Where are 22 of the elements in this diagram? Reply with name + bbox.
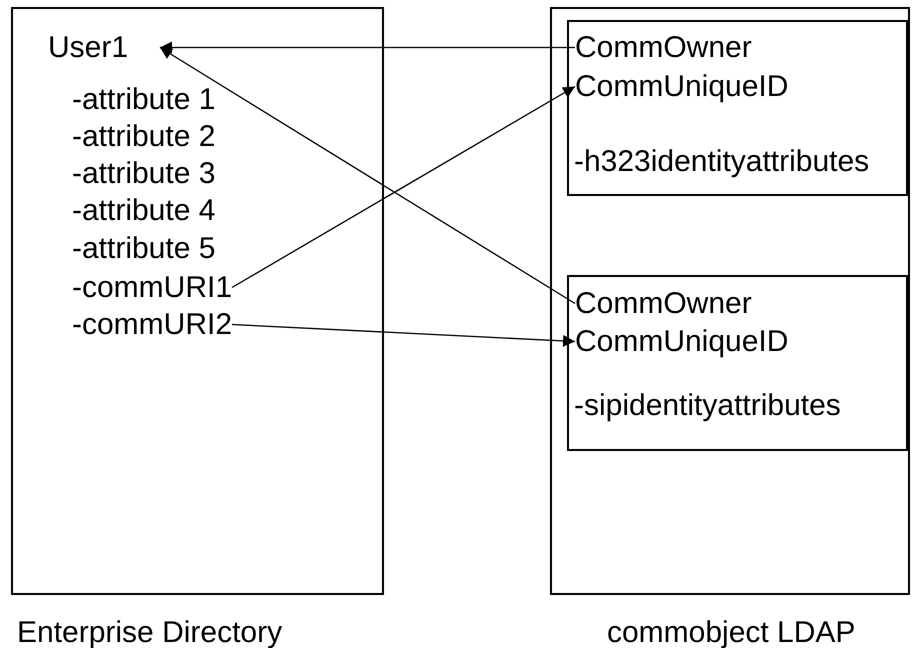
entry-text: CommUniqueID xyxy=(575,323,788,360)
attribute-text: -h323identityattributes xyxy=(574,144,870,180)
entry-text: -commURI2 xyxy=(72,306,232,343)
container-box xyxy=(567,20,908,196)
attribute-text: -attribute 5 xyxy=(72,231,216,267)
attribute-text: -attribute 2 xyxy=(72,119,216,155)
arrow xyxy=(232,324,576,347)
attribute-text: -attribute 3 xyxy=(72,156,216,192)
arrow xyxy=(160,46,576,304)
attribute-text: -attribute 4 xyxy=(72,193,216,229)
entry-text: CommOwner xyxy=(575,29,752,66)
entry-text: -commURI1 xyxy=(72,269,232,306)
attribute-text: -attribute 1 xyxy=(72,82,216,118)
attribute-text: -sipidentityattributes xyxy=(574,388,841,424)
entry-text: User1 xyxy=(48,29,160,66)
entry-text: CommUniqueID xyxy=(575,68,788,105)
box-caption: commobject LDAP xyxy=(607,615,856,648)
box-caption: Enterprise Directory xyxy=(17,615,282,648)
container-box xyxy=(567,275,908,451)
entry-text: CommOwner xyxy=(575,285,752,322)
arrow xyxy=(232,86,576,288)
arrow xyxy=(160,42,575,54)
